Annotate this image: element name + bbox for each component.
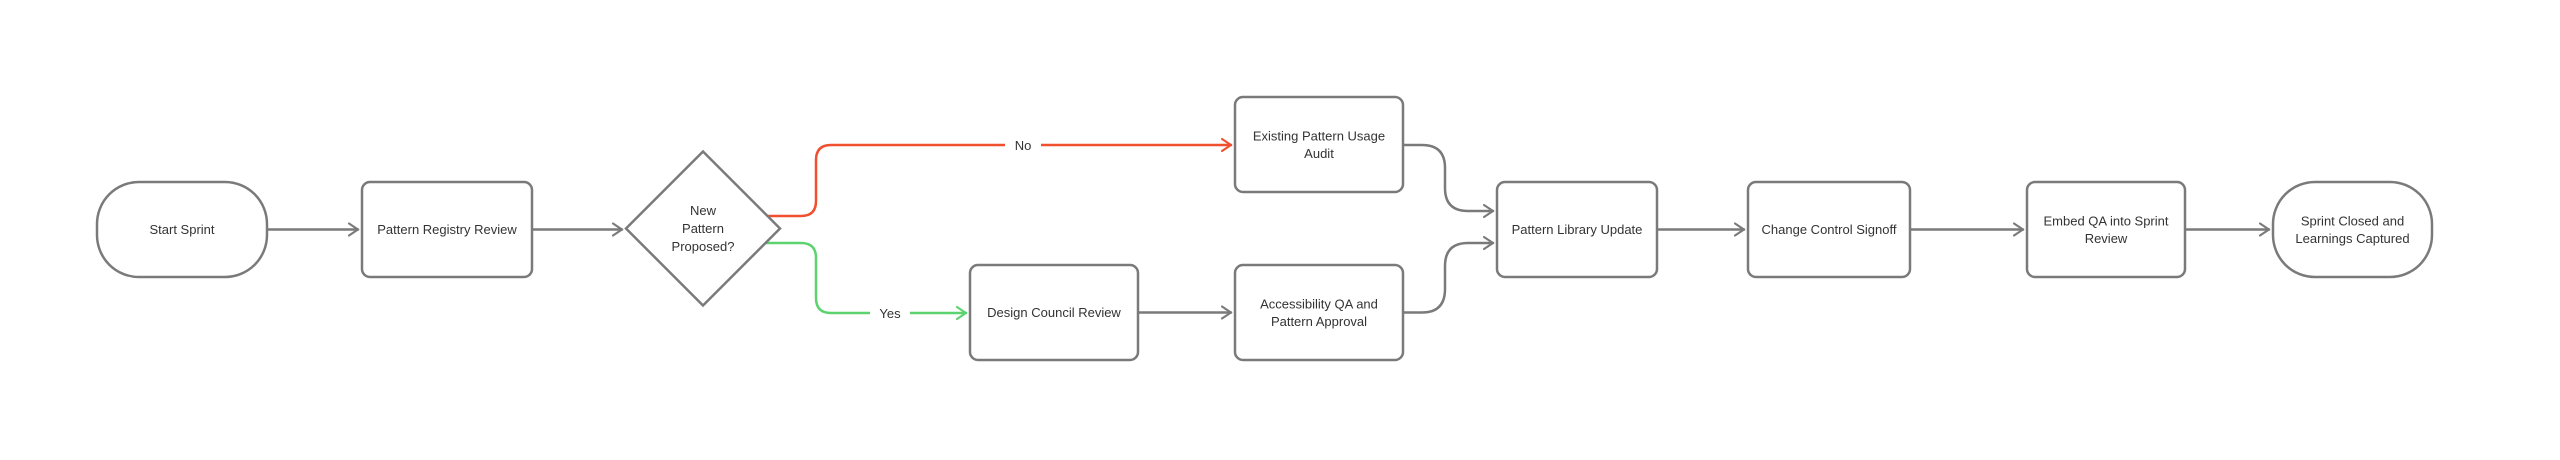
nodes: Start Sprint Pattern Registry Review New… [95, 95, 2434, 362]
edge-label-yes-bg [870, 304, 910, 322]
node-sprint-closed-learnings-captured-line2: Learnings Captured [2295, 231, 2409, 246]
edge-decision-to-council-yes [764, 241, 968, 321]
node-accessibility-qa-pattern-approval-line1: Accessibility QA and [1260, 297, 1378, 312]
node-accessibility-qa-pattern-approval: Accessibility QA and Pattern Approval [1233, 263, 1405, 362]
node-change-control-signoff-shape [1746, 180, 1912, 279]
node-existing-pattern-usage-audit-shape [1233, 95, 1405, 194]
edge-label-no: No [1005, 136, 1041, 154]
node-design-council-review-label: Design Council Review [987, 305, 1121, 320]
node-pattern-registry-review-label: Pattern Registry Review [377, 222, 517, 237]
node-accessibility-qa-pattern-approval-shape [1233, 263, 1405, 362]
node-embed-qa-into-sprint-review-line2: Review [2085, 231, 2128, 246]
node-accessibility-qa-pattern-approval-line2: Pattern Approval [1271, 314, 1367, 329]
edge-label-no-text: No [1015, 138, 1032, 153]
node-sprint-closed-learnings-captured-shape [2271, 180, 2434, 279]
node-start-sprint: Start Sprint [95, 180, 269, 279]
node-change-control-signoff-label: Change Control Signoff [1762, 222, 1897, 237]
node-new-pattern-proposed-line2: Pattern [682, 221, 724, 236]
node-embed-qa-into-sprint-review: Embed QA into Sprint Review [2025, 180, 2187, 279]
edge-label-yes-text: Yes [879, 306, 901, 321]
edges: No Yes [265, 136, 2271, 322]
node-start-sprint-label: Start Sprint [149, 222, 214, 237]
node-pattern-registry-review-shape [360, 180, 534, 279]
node-pattern-registry-review: Pattern Registry Review [360, 180, 534, 279]
node-pattern-library-update-shape [1495, 180, 1659, 279]
edge-decision-to-audit-no [766, 137, 1233, 218]
node-new-pattern-proposed-line1: New [690, 203, 717, 218]
node-design-council-review: Design Council Review [968, 263, 1140, 362]
edge-qa-to-library [1401, 235, 1495, 314]
node-sprint-closed-learnings-captured-line1: Sprint Closed and [2301, 214, 2404, 229]
node-existing-pattern-usage-audit-line2: Audit [1304, 146, 1334, 161]
node-existing-pattern-usage-audit: Existing Pattern Usage Audit [1233, 95, 1405, 194]
node-embed-qa-into-sprint-review-shape [2025, 180, 2187, 279]
node-new-pattern-proposed-line3: Proposed? [672, 239, 735, 254]
node-design-council-review-shape [968, 263, 1140, 362]
edge-label-yes: Yes [870, 304, 910, 322]
edge-audit-to-library [1401, 143, 1495, 219]
node-existing-pattern-usage-audit-line1: Existing Pattern Usage [1253, 129, 1385, 144]
node-pattern-library-update-label: Pattern Library Update [1512, 222, 1643, 237]
node-new-pattern-proposed-shape [624, 149, 782, 308]
node-pattern-library-update: Pattern Library Update [1495, 180, 1659, 279]
node-new-pattern-proposed-decision: New Pattern Proposed? [624, 149, 782, 308]
node-change-control-signoff: Change Control Signoff [1746, 180, 1912, 279]
node-sprint-closed-learnings-captured: Sprint Closed and Learnings Captured [2271, 180, 2434, 279]
node-embed-qa-into-sprint-review-line1: Embed QA into Sprint [2043, 214, 2168, 229]
node-start-sprint-shape [95, 180, 269, 279]
edge-label-no-bg [1005, 136, 1041, 154]
